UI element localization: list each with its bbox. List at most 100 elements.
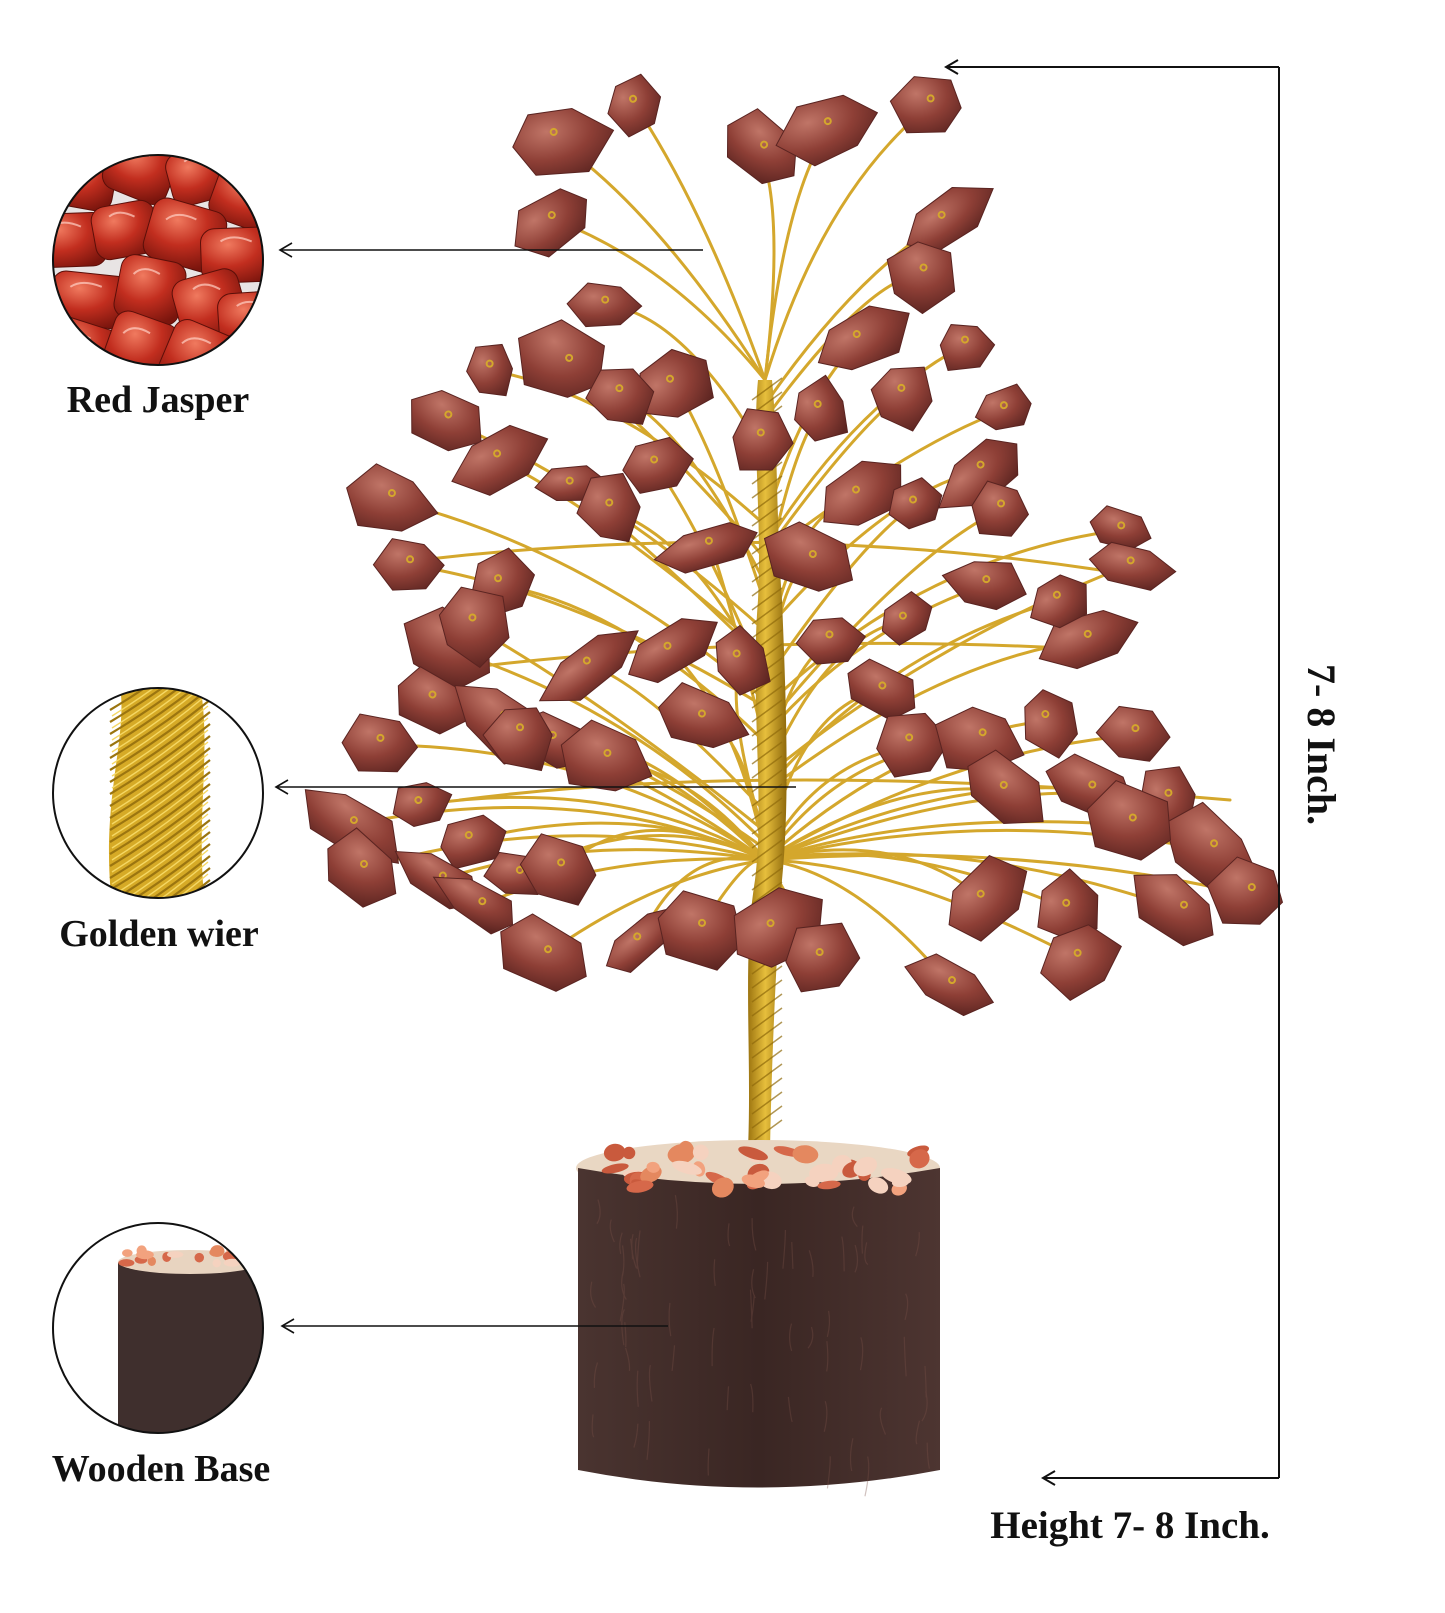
jasper-stone-leaf	[1086, 780, 1172, 861]
carnelian-chip	[792, 1145, 819, 1164]
trunk-twist-line	[751, 811, 783, 835]
jasper-stone-leaf	[628, 618, 718, 684]
trunk-twist-line	[751, 727, 783, 751]
carnelian-chip	[646, 1161, 660, 1173]
carnelian-chip	[671, 1160, 702, 1175]
trunk-twist-line	[751, 867, 783, 891]
jasper-stone-leaf	[1030, 574, 1088, 629]
jasper-stone-leaf	[794, 374, 849, 442]
jasper-stone-leaf	[653, 522, 758, 574]
trunk-twist-line	[751, 881, 783, 905]
wire-branch	[763, 853, 1252, 897]
jasper-stone-leaf	[974, 383, 1032, 431]
jasper-stone-leaf	[888, 477, 943, 530]
carnelian-chip	[738, 1146, 768, 1161]
trunk-twist-line	[751, 601, 783, 625]
trunk-twist-line	[751, 965, 783, 989]
carnelian-chip	[909, 1149, 930, 1169]
wire-branch	[763, 852, 1182, 912]
carnelian-chip	[868, 1177, 889, 1194]
jasper-stone-leaf	[1040, 924, 1122, 1001]
jasper-stone-leaf	[1133, 874, 1214, 947]
jasper-stone-leaf	[517, 319, 605, 398]
carnelian-chip	[804, 1176, 820, 1188]
wooden-base-icon	[53, 1223, 263, 1433]
jasper-stone-leaf	[715, 624, 771, 696]
jasper-stone-leaf	[512, 108, 615, 176]
jasper-stone-leaf	[607, 73, 662, 138]
jasper-stone-leaf	[438, 586, 510, 669]
wire-branch	[763, 508, 1002, 729]
trunk-twist-line	[751, 517, 783, 541]
height-label: Height 7- 8 Inch.	[990, 1504, 1270, 1547]
jasper-stone-leaf	[538, 630, 639, 702]
jasper-stone-leaf	[466, 343, 513, 397]
trunk-twist-line	[751, 1063, 783, 1087]
jasper-stone-leaf	[763, 521, 854, 592]
jasper-stone-leaf	[1088, 541, 1177, 591]
trunk-twist-line	[751, 1077, 783, 1101]
red-jasper-stone-leaves	[304, 73, 1284, 1017]
wooden-base	[576, 1140, 940, 1497]
jasper-stone-leaf	[657, 890, 744, 971]
carnelian-chip	[692, 1144, 709, 1161]
jasper-stone-leaf	[1024, 689, 1078, 759]
wire-branch	[763, 583, 987, 738]
jasper-stone-leaf	[939, 324, 996, 372]
jasper-stone-leaf	[906, 187, 994, 252]
jasper-stone-leaf	[775, 94, 879, 167]
jasper-stone-leaf	[881, 590, 933, 646]
trunk-twist-line	[751, 461, 783, 485]
carnelian-chip	[711, 1177, 734, 1198]
jasper-stone-leaf	[876, 712, 951, 778]
callout-label-red-jasper: Red Jasper	[66, 379, 250, 421]
jasper-stone-leaf	[904, 953, 995, 1017]
trunk-twist-line	[751, 797, 783, 821]
trunk-twist-line	[751, 503, 783, 527]
trunk-twist-line	[751, 489, 783, 513]
jasper-stone-leaf	[327, 827, 397, 908]
jasper-stone-leaf	[411, 390, 482, 452]
wire-branch	[543, 858, 767, 957]
side-height-label: 7- 8 Inch.	[1299, 664, 1344, 826]
carnelian-chip	[741, 1174, 765, 1188]
wire-branch	[553, 218, 767, 382]
trunk-twist-line	[751, 1119, 783, 1143]
trunk-twist-line	[751, 713, 783, 737]
wire-branch	[763, 103, 932, 382]
wire-branch	[758, 148, 776, 382]
carnelian-chip	[626, 1180, 654, 1193]
trunk-twist-line	[751, 685, 783, 709]
trunk-twist-line	[751, 615, 783, 639]
wire-branch	[448, 648, 767, 845]
trunk-twist-line	[751, 1021, 783, 1045]
trunk-twist-line	[751, 853, 783, 877]
wire-branch	[388, 498, 767, 702]
trunk-twist-line	[751, 1105, 783, 1129]
wire-branch	[763, 343, 967, 549]
jasper-stone-leaf	[1206, 856, 1284, 925]
jasper-stone-leaf	[451, 424, 549, 496]
wire-branch	[468, 623, 767, 833]
trunk-twist-line	[751, 769, 783, 793]
wire-branch	[763, 598, 1062, 792]
trunk-twist-line	[751, 993, 783, 1017]
trunk-twist-line	[751, 741, 783, 765]
trunk-twist-line	[751, 1035, 783, 1059]
wire-branch	[438, 848, 767, 882]
jasper-stone-leaf	[622, 436, 694, 494]
trunk-twist-line	[751, 839, 783, 863]
trunk-twist-line	[751, 825, 783, 849]
wire-branch	[408, 563, 767, 709]
trunk-twist-line	[751, 979, 783, 1003]
wire-branch	[763, 528, 1122, 710]
jasper-stone-leaf	[519, 833, 597, 906]
jasper-stone-leaf	[1095, 705, 1171, 762]
jasper-stone-leaf	[566, 282, 643, 328]
jasper-stone-leaf	[870, 366, 933, 432]
jasper-stone-leaf	[889, 76, 962, 134]
jasper-stone-leaf	[514, 188, 588, 258]
wire-branch	[763, 858, 1082, 962]
trunk-twist-line	[751, 755, 783, 779]
